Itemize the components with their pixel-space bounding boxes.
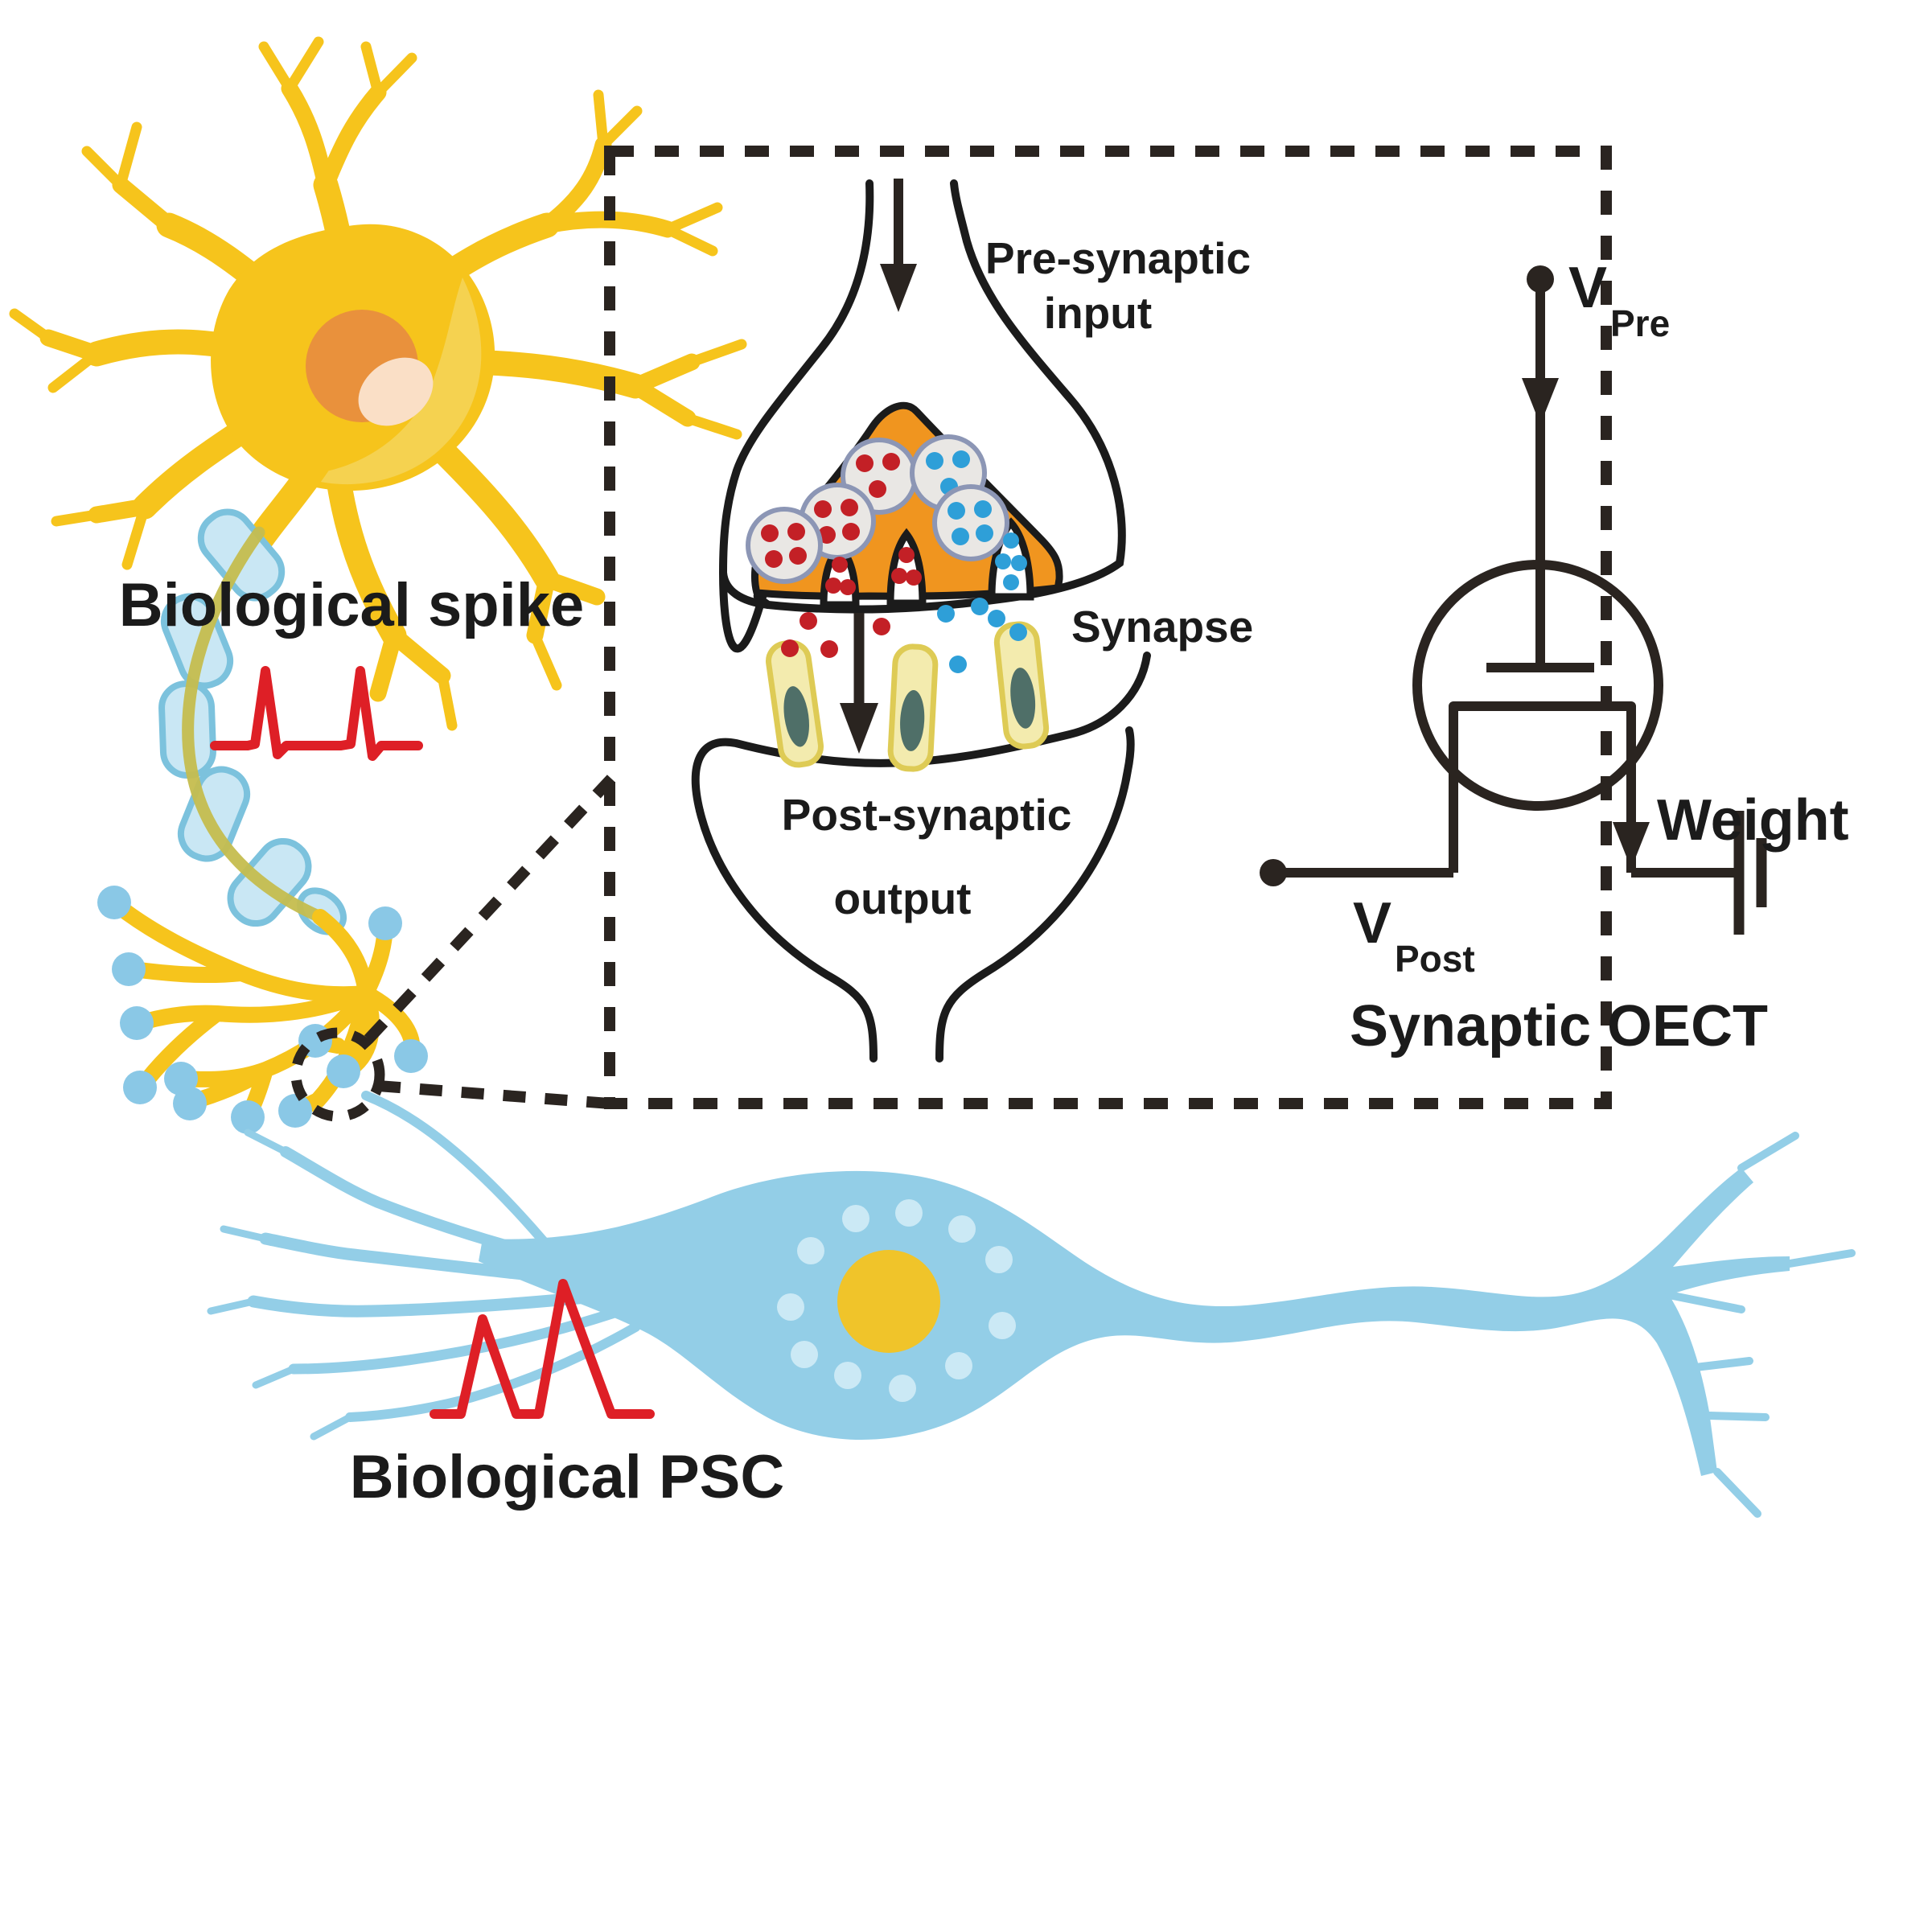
dendrite-forks xyxy=(39,80,701,702)
spot xyxy=(989,1312,1016,1339)
spot xyxy=(985,1246,1013,1273)
axon-hillock xyxy=(248,449,331,551)
bouton xyxy=(231,1100,265,1134)
synaptic-boutons xyxy=(97,886,428,1134)
spot xyxy=(777,1293,804,1321)
blue-transmitter xyxy=(1003,532,1019,549)
bouton xyxy=(394,1039,428,1073)
axon-terminal xyxy=(97,886,428,1134)
pre-synaptic-neuron xyxy=(9,36,747,731)
spot xyxy=(834,1362,861,1389)
receptor-channel xyxy=(887,643,939,772)
callout-line-upper xyxy=(364,775,616,1043)
bouton xyxy=(97,886,131,919)
blue-neuron-body xyxy=(479,1168,1790,1476)
bouton xyxy=(173,1087,207,1120)
red-transmitter xyxy=(898,547,915,563)
synapse-label: Synapse xyxy=(1071,602,1253,652)
receptor-channels xyxy=(766,621,1050,772)
blue-transmitter xyxy=(949,656,967,673)
blue-axon-twigs xyxy=(1665,1132,1856,1518)
bouton xyxy=(112,952,146,986)
magnifier-callout xyxy=(290,146,1612,1122)
bouton xyxy=(327,1054,360,1088)
red-transmitter xyxy=(825,578,841,594)
receptor-channel xyxy=(993,621,1050,750)
blue-transmitter-on-channel xyxy=(1009,623,1027,641)
bouton xyxy=(123,1071,157,1104)
soma-highlight-crescent xyxy=(296,277,482,485)
gate-wire-arrowhead xyxy=(1522,378,1559,425)
red-transmitter-on-channel xyxy=(781,639,799,657)
biological-spike-label: Biological spike xyxy=(119,571,585,639)
post-synaptic-label-line2: output xyxy=(833,874,971,923)
oect-circuit: V Pre V Post Weight Synaptic OECT xyxy=(1260,256,1849,1058)
red-transmitter xyxy=(873,618,890,635)
vesicle-red xyxy=(746,507,823,584)
pre-synaptic-label-line1: Pre-synaptic xyxy=(985,233,1251,283)
synaptic-oect-title: Synaptic OECT xyxy=(1350,994,1768,1058)
pre-synaptic-label-line2: input xyxy=(1044,288,1152,338)
axon-core xyxy=(182,526,327,923)
pre-synaptic-terminal-bottom xyxy=(719,569,772,609)
red-transmitter xyxy=(820,640,838,658)
vpost-subscript: Post xyxy=(1395,938,1475,980)
post-funnel-left xyxy=(696,807,878,1063)
bouton xyxy=(368,906,402,940)
pre-input-arrow-icon xyxy=(880,179,917,312)
blue-neuron-spots xyxy=(777,1199,1016,1402)
spot xyxy=(889,1375,916,1402)
spot xyxy=(791,1341,818,1368)
red-transmitter xyxy=(891,568,907,584)
spot xyxy=(797,1237,824,1264)
vpost-label: V xyxy=(1353,891,1391,956)
post-synaptic-label-line1: Post-synaptic xyxy=(782,790,1072,840)
spot xyxy=(895,1199,923,1227)
magnifier-circle xyxy=(290,1027,385,1122)
vpre-subscript: Pre xyxy=(1610,302,1670,344)
post-funnel-right xyxy=(935,726,1135,1063)
psc-waveform xyxy=(430,1279,655,1419)
red-transmitter xyxy=(832,557,848,573)
blue-transmitter xyxy=(988,610,1005,627)
post-synaptic-neuron xyxy=(207,1091,1856,1518)
inset-dashed-box xyxy=(604,146,1612,1109)
blue-transmitter xyxy=(1011,555,1027,571)
spot xyxy=(948,1215,976,1243)
blue-transmitter xyxy=(937,605,955,623)
synapse-illustration: Pre-synaptic input Synapse Post-synaptic… xyxy=(691,179,1253,1063)
channel-outline xyxy=(1449,701,1636,873)
vesicle-blue xyxy=(932,484,1009,561)
weight-label: Weight xyxy=(1657,788,1849,853)
red-transmitter xyxy=(906,569,922,586)
vpre-label: V xyxy=(1568,256,1607,320)
receptor-channel xyxy=(766,639,824,768)
spot xyxy=(945,1352,972,1379)
blue-neuron-nucleus xyxy=(837,1250,940,1353)
spike-waveform xyxy=(210,666,423,761)
callout-line-lower xyxy=(377,1080,610,1109)
blue-transmitter xyxy=(1003,574,1019,590)
weight-arrowhead xyxy=(1613,822,1650,869)
spot xyxy=(842,1205,869,1232)
terminal-branches xyxy=(109,897,421,1124)
blue-transmitter xyxy=(971,598,989,615)
biological-psc-label: Biological PSC xyxy=(350,1443,785,1511)
vpre-terminal-dot xyxy=(1527,265,1554,293)
blue-transmitter xyxy=(995,553,1011,569)
bouton xyxy=(278,1094,312,1128)
red-transmitter xyxy=(840,579,856,595)
dendrite-twigs xyxy=(9,36,747,731)
ground-icon xyxy=(1733,811,1767,935)
nucleolus xyxy=(358,357,434,426)
bouton xyxy=(120,1006,154,1040)
vpost-terminal-dot xyxy=(1260,859,1287,886)
synaptic-vesicles xyxy=(746,434,1009,584)
red-transmitter xyxy=(800,612,817,630)
release-arrow-icon xyxy=(840,613,878,754)
transistor-circle xyxy=(1412,560,1663,811)
neurotransmitters-in-bumps xyxy=(825,532,1027,595)
